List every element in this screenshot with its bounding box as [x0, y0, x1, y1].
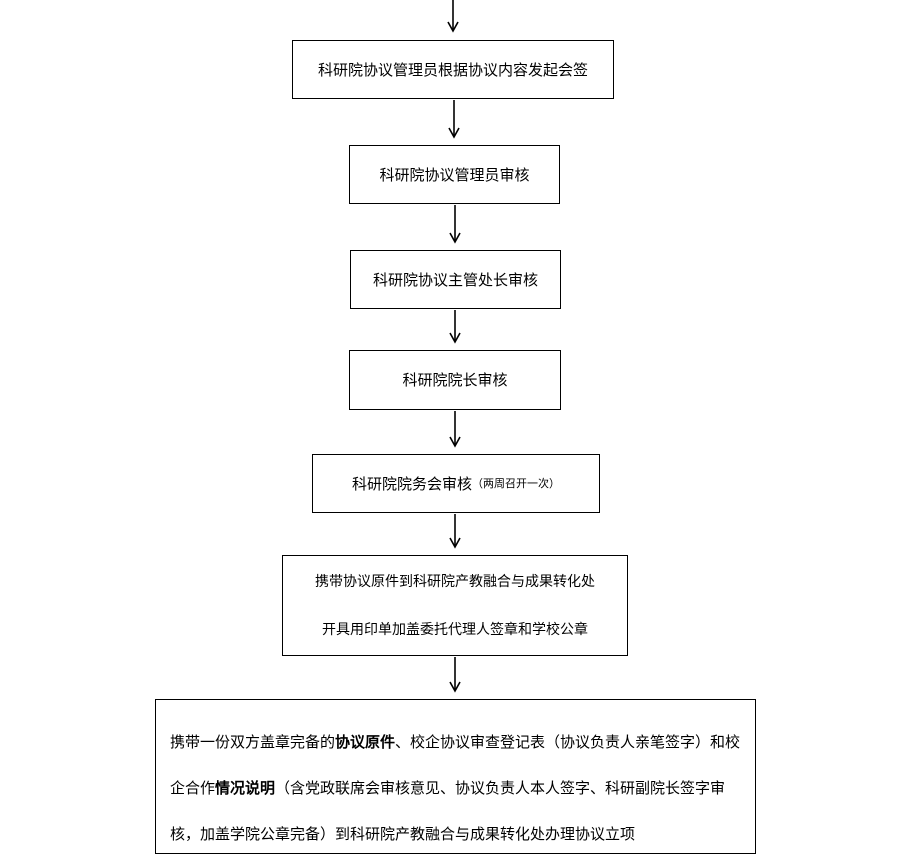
- step-5-note: （两周召开一次）: [472, 476, 560, 490]
- step-7-part-1: 携带一份双方盖章完备的: [170, 733, 336, 751]
- step-4-text: 科研院院长审核: [402, 371, 508, 389]
- step-4-box: 科研院院长审核: [349, 350, 561, 410]
- step-6-box: 携带协议原件到科研院产教融合与成果转化处 开具用印单加盖委托代理人签章和学校公章: [282, 555, 628, 656]
- step-7-bold-situation-description: 情况说明: [215, 779, 276, 797]
- step-1-text: 科研院协议管理员根据协议内容发起会签: [317, 60, 588, 79]
- step-7-box: 携带一份双方盖章完备的协议原件、校企协议审查登记表（协议负责人亲笔签字）和校企合…: [155, 699, 756, 854]
- step-7-part-3: （含党政联席会审核意见、协议负责人本人签字、科研副院长签字审核，加盖学院公章完备…: [170, 779, 726, 843]
- step-2-text: 科研院协议管理员审核: [379, 165, 530, 184]
- step-2-box: 科研院协议管理员审核: [349, 145, 560, 204]
- step-7-part-2: 、校企协议审查登记表（协议负责人亲笔签字）和校企合作: [170, 733, 741, 797]
- step-1-box: 科研院协议管理员根据协议内容发起会签: [292, 40, 614, 99]
- step-3-box: 科研院协议主管处长审核: [350, 250, 561, 309]
- step-6-line-2: 开具用印单加盖委托代理人签章和学校公章: [322, 621, 588, 638]
- step-5-text: 科研院院务会审核: [351, 474, 472, 493]
- step-7-bold-original-agreement: 协议原件: [335, 733, 396, 751]
- step-5-box: 科研院院务会审核（两周召开一次）: [312, 454, 600, 513]
- step-6-line-1: 携带协议原件到科研院产教融合与成果转化处: [315, 573, 595, 590]
- step-3-text: 科研院协议主管处长审核: [372, 270, 538, 289]
